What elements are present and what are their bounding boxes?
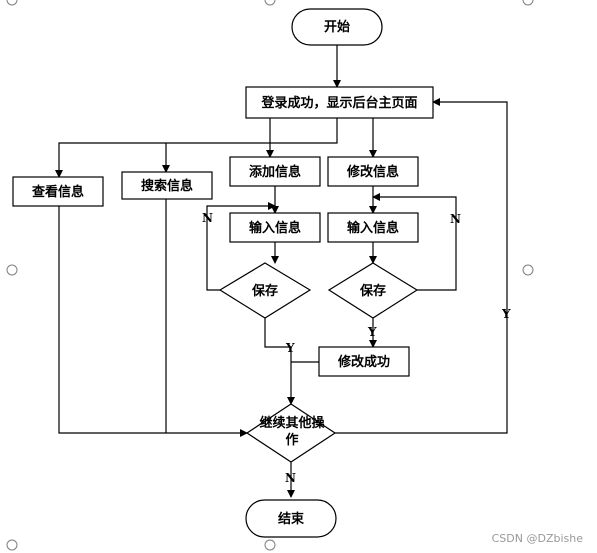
selection-handles <box>6 0 534 551</box>
search-node: 搜索信息 <box>121 171 213 200</box>
watermark: CSDN @DZbishe <box>491 532 583 545</box>
start-label: 开始 <box>324 19 350 35</box>
continue-no-label: N <box>285 471 296 485</box>
add-node: 添加信息 <box>229 156 321 187</box>
view-node: 查看信息 <box>12 176 104 207</box>
save-add-label: 保存 <box>251 283 278 299</box>
save-add-decision: 保存 <box>218 262 312 319</box>
edge-labels: N Y N Y Y N <box>202 211 511 485</box>
save-modify-decision: 保存 <box>327 262 419 319</box>
input-modify-node: 输入信息 <box>327 212 419 243</box>
connectors <box>55 45 508 498</box>
login-node: 登录成功，显示后台主页面 <box>245 86 434 119</box>
save-modify-label: 保存 <box>359 283 386 299</box>
end-node: 结束 <box>245 499 337 538</box>
save-modify-no-label: N <box>450 212 461 226</box>
save-add-no-label: N <box>202 211 213 225</box>
continue-label-line1: 继续其他操 <box>259 415 324 431</box>
login-label: 登录成功，显示后台主页面 <box>260 95 417 111</box>
modify-label: 修改信息 <box>346 164 399 180</box>
start-node: 开始 <box>291 8 383 46</box>
input-add-node: 输入信息 <box>229 212 321 243</box>
modify-node: 修改信息 <box>327 156 419 187</box>
search-label: 搜索信息 <box>141 178 193 194</box>
continue-yes-label: Y <box>501 307 511 321</box>
save-modify-yes-label: Y <box>367 325 377 339</box>
end-label: 结束 <box>278 511 305 527</box>
input-modify-label: 输入信息 <box>347 220 399 236</box>
continue-label-line2: 作 <box>285 432 298 448</box>
modify-success-node: 修改成功 <box>318 346 410 377</box>
modify-success-label: 修改成功 <box>337 354 390 370</box>
continue-decision: 继续其他操 作 <box>245 403 337 463</box>
input-add-label: 输入信息 <box>249 220 301 236</box>
add-label: 添加信息 <box>249 164 301 180</box>
save-add-yes-label: Y <box>285 341 295 355</box>
view-label: 查看信息 <box>31 184 84 200</box>
